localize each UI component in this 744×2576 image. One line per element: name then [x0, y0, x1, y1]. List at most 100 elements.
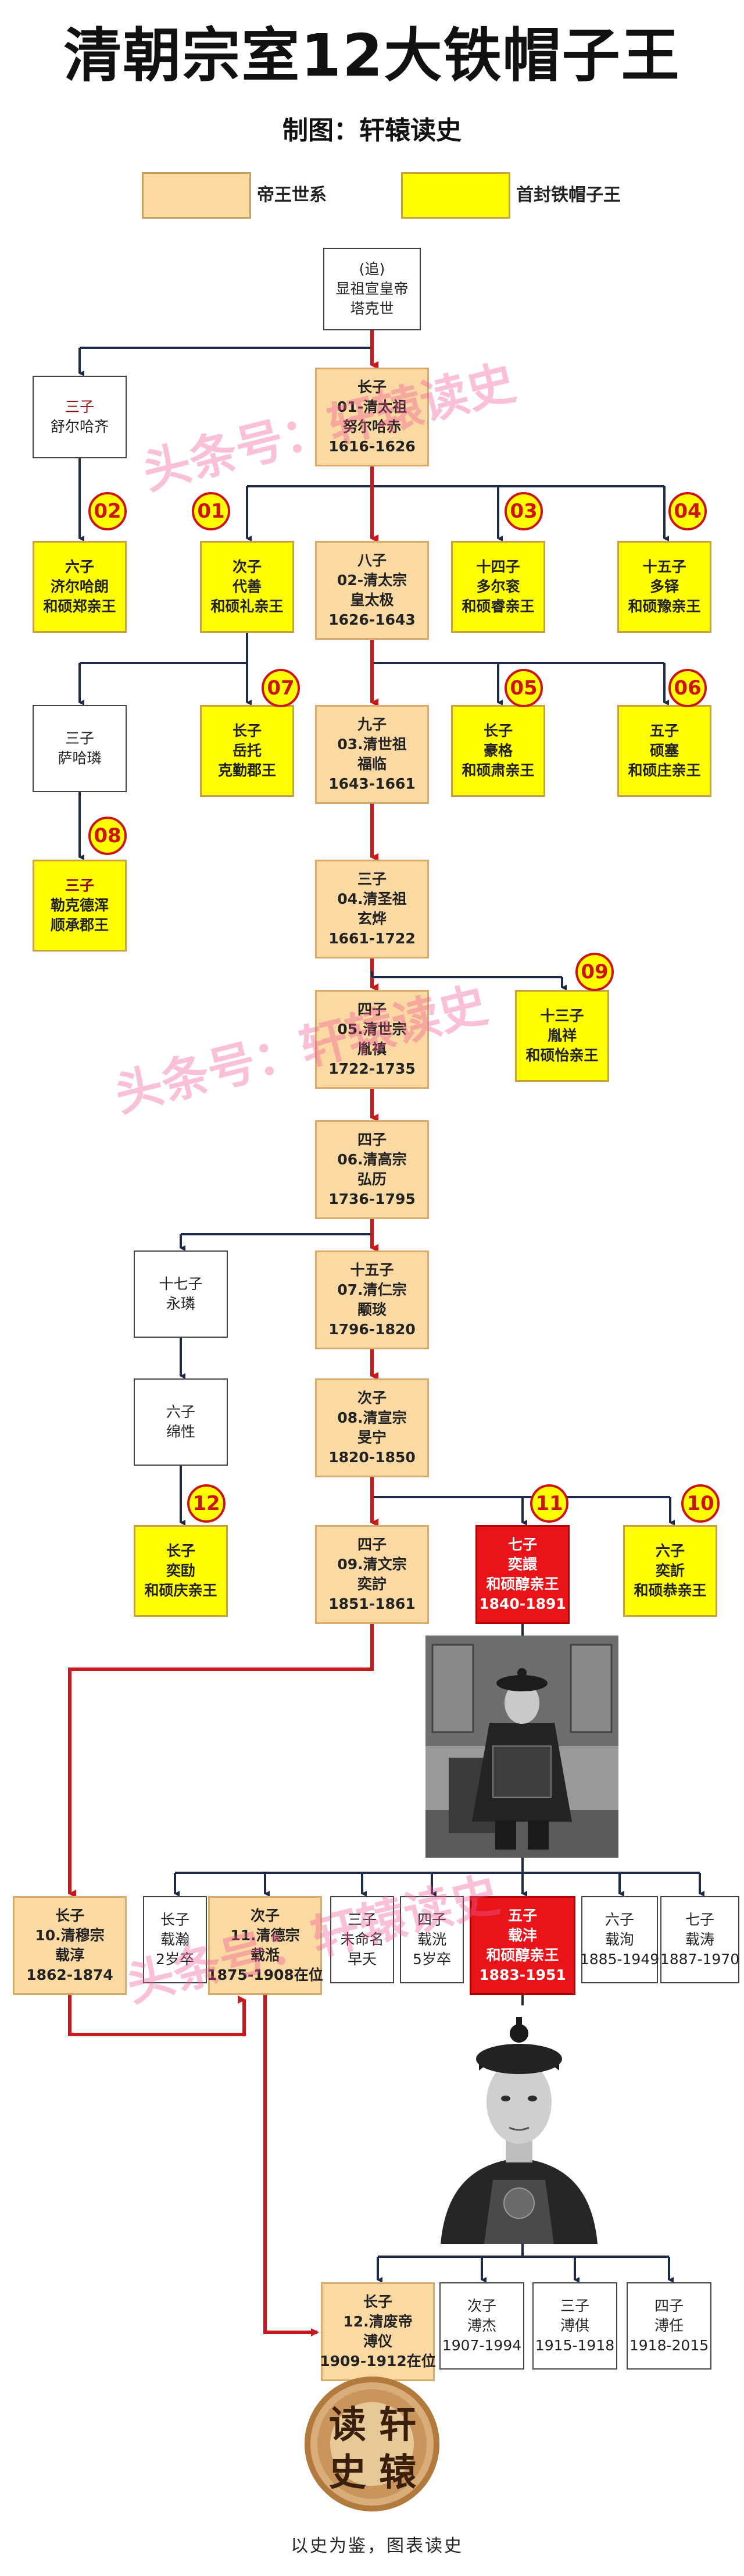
person-line: 02-清太宗 — [337, 572, 407, 589]
person-line: 和硕豫亲王 — [628, 598, 701, 615]
badge-03: 03 — [505, 492, 543, 530]
person-line: 绵性 — [166, 1423, 195, 1440]
person-line: 六子 — [65, 558, 94, 575]
badge-02: 02 — [88, 492, 127, 530]
person-line: 载湉 — [250, 1947, 280, 1964]
person-line: 溥任 — [654, 2317, 684, 2334]
person-line: 1885-1949 — [580, 1951, 660, 1968]
person-line: 08.清宣宗 — [337, 1409, 407, 1426]
person-line: 1918-2015 — [629, 2337, 709, 2354]
person-line: 1626-1643 — [328, 611, 416, 628]
person-box-mianxing: 六子绵性 — [134, 1378, 228, 1466]
person-line: 多尔衮 — [476, 578, 520, 595]
person-box-shose: 五子硕塞和硕庄亲王 — [617, 705, 711, 797]
person-line: 八子 — [357, 552, 387, 569]
person-line: 和硕醇亲王 — [486, 1947, 559, 1964]
person-line: 07.清仁宗 — [337, 1281, 407, 1298]
person-line: 和硕庄亲王 — [628, 762, 701, 779]
person-line: 10.清穆宗 — [35, 1927, 105, 1944]
person-line: 06.清高宗 — [337, 1151, 407, 1168]
person-line: 六子 — [655, 1542, 685, 1559]
person-box-jirgalang: 六子济尔哈朗和硕郑亲王 — [33, 541, 127, 633]
person-line: 十四子 — [476, 558, 520, 575]
person-line: 载淳 — [55, 1947, 84, 1964]
person-line: 1909-1912在位 — [320, 2353, 436, 2370]
person-line: 硕塞 — [649, 742, 679, 759]
person-line: 代善 — [232, 578, 262, 595]
person-line: 1915-1918 — [535, 2337, 615, 2354]
person-box-yoto: 长子岳托克勤郡王 — [200, 705, 294, 797]
person-box-dodo: 十五子多铎和硕豫亲王 — [617, 541, 711, 633]
person-line: 1616-1626 — [328, 438, 416, 455]
person-box-taksi: (追)显祖宣皇帝塔克世 — [323, 248, 421, 330]
person-line: 济尔哈朗 — [50, 578, 109, 595]
person-line: 1887-1970 — [660, 1951, 740, 1968]
person-box-yonglin: 十七子永璘 — [134, 1250, 228, 1338]
person-line: 弘历 — [357, 1171, 387, 1188]
person-line: 05.清世宗 — [337, 1021, 407, 1038]
person-line: 九子 — [357, 716, 387, 733]
person-line: 克勤郡王 — [217, 762, 276, 779]
badge-10: 10 — [681, 1484, 720, 1523]
person-line: 福临 — [357, 756, 387, 772]
person-line: 03.清世祖 — [337, 736, 407, 753]
person-line: 萨哈璘 — [58, 750, 102, 767]
person-line: 2岁卒 — [156, 1951, 194, 1968]
legend-swatch-tiara — [401, 172, 510, 219]
person-line: 十三子 — [540, 1007, 584, 1024]
person-line: 玄烨 — [357, 910, 387, 927]
person-line: 1851-1861 — [328, 1595, 416, 1612]
badge-05: 05 — [505, 669, 543, 707]
person-line: 1722-1735 — [328, 1060, 416, 1077]
person-line: 五子 — [649, 722, 679, 739]
person-line: 七子 — [685, 1911, 714, 1928]
person-line: 多铎 — [649, 578, 679, 595]
person-line: 四子 — [357, 1536, 387, 1553]
person-line: 奕譞 — [507, 1556, 537, 1573]
person-box-sahaliyan: 三子萨哈璘 — [33, 705, 127, 792]
person-line: 01-清太祖 — [337, 398, 407, 415]
person-line: 六子 — [604, 1911, 634, 1928]
person-line: 长子 — [55, 1907, 84, 1924]
person-line: 1883-1951 — [479, 1966, 566, 1983]
portrait-yixuan — [425, 1636, 618, 1858]
legend-label-emperor: 帝王世系 — [257, 185, 327, 205]
person-line: 四子 — [357, 1001, 387, 1018]
page-subtitle: 制图：轩辕读史 — [282, 116, 462, 145]
person-line: 和硕睿亲王 — [462, 598, 535, 615]
person-line: 1643-1661 — [328, 775, 416, 792]
person-line: 次子 — [232, 558, 262, 575]
person-line: 次子 — [357, 1389, 387, 1406]
person-line: 1875-1908在位 — [207, 1966, 323, 1983]
succession-xianfeng-tongzhi — [68, 1624, 374, 1898]
person-line: 十五子 — [642, 558, 686, 575]
badge-09: 09 — [575, 953, 614, 991]
person-line: 勒克德浑 — [50, 897, 109, 914]
person-box-yikuang: 长子奕劻和硕庆亲王 — [134, 1525, 228, 1617]
person-line: 长子 — [363, 2293, 392, 2310]
person-line: 未命名 — [340, 1931, 384, 1948]
person-line: 和硕礼亲王 — [210, 598, 284, 615]
person-line: (追) — [359, 261, 385, 277]
person-line: 三子 — [357, 871, 387, 888]
person-line: 三子 — [65, 730, 94, 747]
person-box-yixin: 六子奕訢和硕恭亲王 — [623, 1525, 717, 1617]
person-line: 四子 — [357, 1131, 387, 1148]
person-line: 09.清文宗 — [337, 1556, 407, 1573]
person-line: 显祖宣皇帝 — [335, 280, 409, 297]
person-line: 四子 — [654, 2297, 684, 2314]
badge-01: 01 — [192, 492, 230, 530]
person-box-lekdehun: 三子勒克德浑顺承郡王 — [33, 860, 127, 952]
person-line: 十五子 — [350, 1262, 394, 1278]
legend-swatch-emperor — [142, 172, 251, 219]
badge-11: 11 — [530, 1484, 568, 1523]
